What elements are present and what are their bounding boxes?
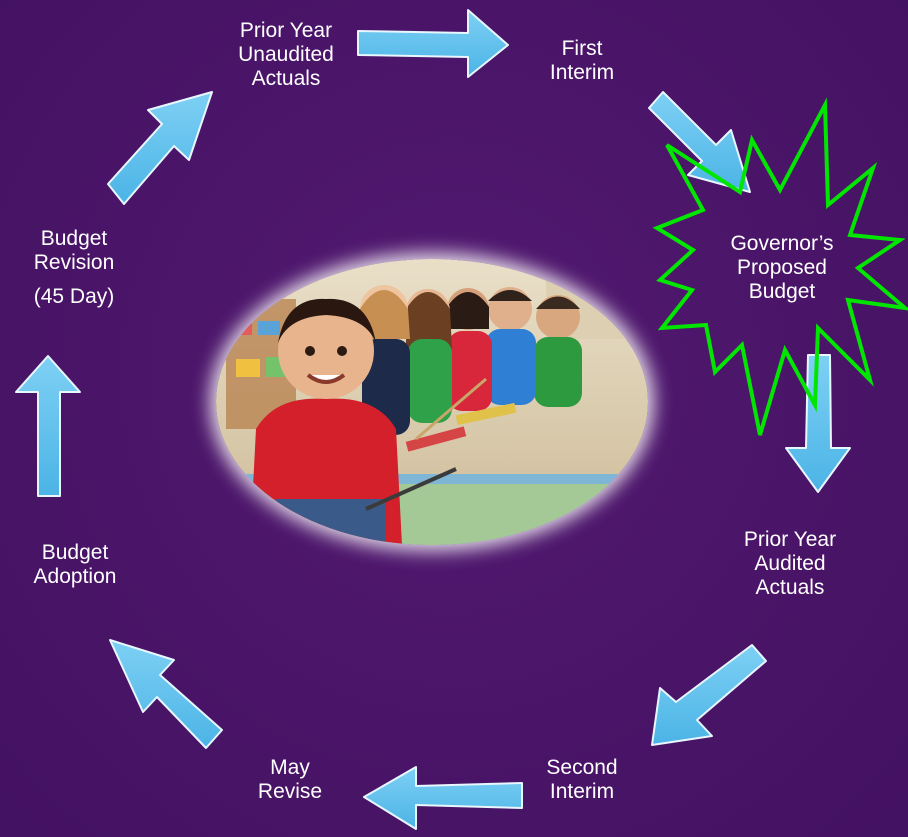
- stage-label-line: Prior Year: [743, 528, 837, 551]
- arrow-right-top: [357, 9, 509, 78]
- stage-label-line: Budget: [41, 541, 109, 564]
- arrow-up-left-lower: [109, 639, 223, 749]
- stage-label-line: Interim: [549, 61, 615, 84]
- stage-label-line: May: [270, 756, 310, 779]
- stage-label-line: Adoption: [33, 565, 117, 588]
- stage-label-line: Unaudited: [238, 43, 334, 66]
- stage-first-interim: First Interim: [550, 37, 614, 85]
- stage-label-line: Actuals: [755, 576, 825, 599]
- stage-label-line: Revise: [257, 780, 323, 803]
- stage-prior-year-unaudited-actuals: Prior Year Unaudited Actuals: [238, 19, 334, 91]
- stage-label-line: (45 Day): [33, 285, 115, 308]
- stage-label-line: Interim: [549, 780, 615, 803]
- stage-label-line: Actuals: [251, 67, 321, 90]
- stage-label-line: Proposed: [737, 256, 827, 279]
- stage-label-line: Audited: [754, 552, 826, 575]
- stage-label-line: Governor’s: [730, 232, 834, 255]
- arrow-up-right-upper: [107, 91, 213, 205]
- stage-label-line: First: [561, 37, 603, 60]
- stage-prior-year-audited-actuals: Prior Year Audited Actuals: [744, 528, 836, 600]
- stage-label-line: Budget: [40, 227, 108, 250]
- stage-label-line: Second: [546, 756, 618, 779]
- stage-budget-revision: Budget Revision (45 Day): [34, 227, 115, 309]
- arrow-down-right-side: [785, 354, 851, 493]
- stage-governors-proposed-budget: Governor’s Proposed Budget: [730, 232, 833, 304]
- stage-may-revise: May Revise: [258, 756, 322, 804]
- arrow-left-bottom: [363, 766, 523, 830]
- arrow-down-right-upper: [648, 91, 751, 193]
- stage-label-line: Prior Year: [239, 19, 333, 42]
- stage-second-interim: Second Interim: [546, 756, 617, 804]
- starburst-highlight: [652, 97, 908, 436]
- stage-label-line: Budget: [748, 280, 816, 303]
- stage-label-line: Revision: [33, 251, 115, 274]
- children-classroom-photo: [216, 259, 648, 545]
- arrow-up-left-side: [15, 355, 81, 497]
- stage-budget-adoption: Budget Adoption: [34, 541, 117, 589]
- arrow-down-left-lower: [651, 644, 767, 746]
